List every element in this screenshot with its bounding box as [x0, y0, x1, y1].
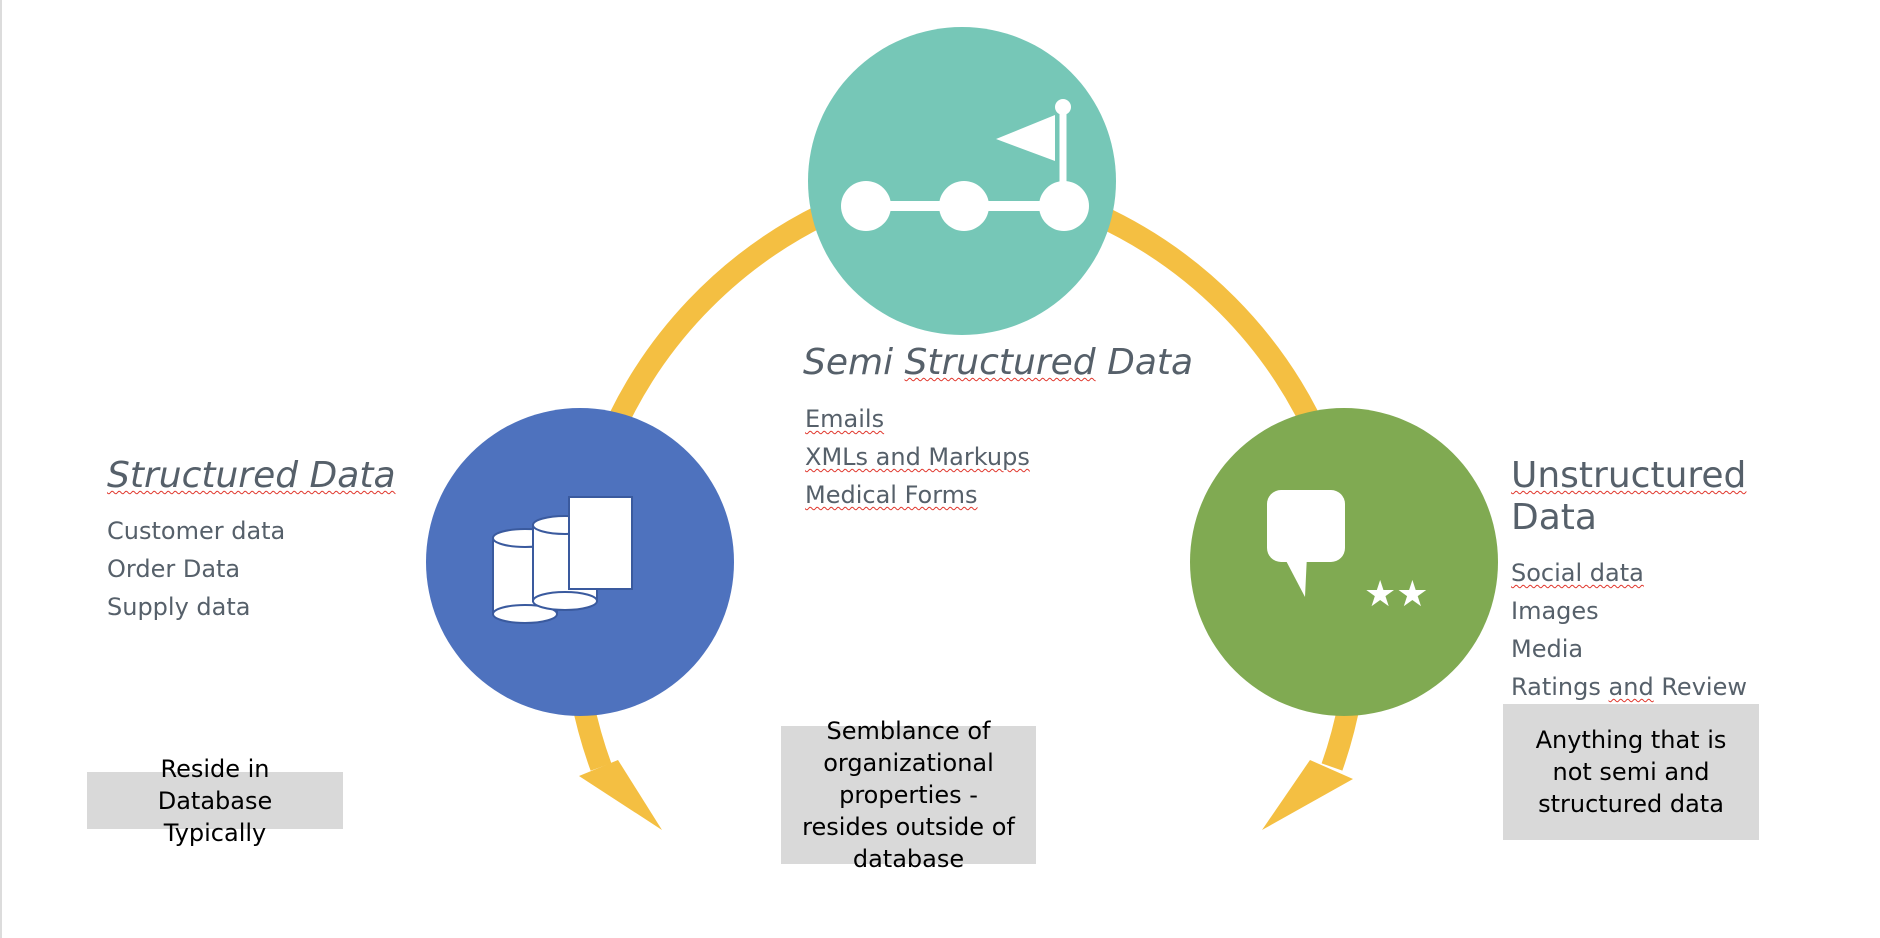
unstructured-item-social: Social data [1511, 554, 1747, 592]
semi-title-word-1: Semi [803, 342, 894, 383]
semi-item-emails: Emails [805, 405, 885, 433]
structured-note-text: Reside in Database Typically [157, 754, 273, 847]
unstructured-item-media: Media [1511, 635, 1584, 663]
unstructured-item-ratings: Ratings and Review [1511, 668, 1747, 706]
ratings-word-2: and [1608, 673, 1654, 701]
semi-title-word-3: Data [1107, 342, 1194, 383]
semi-structured-note: Semblance of organizational properties -… [781, 717, 1036, 873]
unstructured-title-word-2: Data [1511, 497, 1597, 538]
stars-glyph: ★★ [1364, 574, 1429, 615]
semi-item-xml: XMLs and Markups [805, 443, 1030, 471]
speech-bubble-stars-icon: ★★ [1267, 490, 1429, 615]
ratings-word-1: Ratings [1511, 673, 1601, 701]
arrow-left-head [579, 760, 662, 830]
unstructured-title-word-1: Unstructured [1511, 455, 1747, 496]
structured-note: Reside in Database Typically [87, 755, 343, 847]
semi-item-medical-forms: Medical Forms [805, 481, 978, 509]
structured-item-supply: Supply data [107, 593, 251, 621]
structured-item-order: Order Data [107, 555, 241, 583]
semi-structured-title: Semi Structured Data [803, 342, 1193, 384]
ratings-word-3: Review [1661, 673, 1747, 701]
structured-list: Customer data Order Data Supply data [107, 512, 285, 626]
semi-title-word-2: Structured [904, 342, 1096, 383]
slide-edge [0, 0, 2, 938]
arrow-right-head [1262, 760, 1353, 830]
structured-circle [426, 408, 734, 716]
semi-structured-circle [808, 27, 1116, 335]
semi-structured-list: Emails XMLs and Markups Medical Forms [805, 400, 1030, 514]
unstructured-item-social-text: Social data [1511, 559, 1644, 587]
unstructured-circle: ★★ [1190, 408, 1498, 716]
unstructured-note: Anything that is not semi and structured… [1503, 704, 1759, 840]
flag-timeline-icon [841, 99, 1089, 231]
database-documents-icon [492, 496, 633, 624]
semi-note-text: Semblance of organizational properties -… [802, 717, 1015, 873]
unstructured-note-text: Anything that is not semi and structured… [1535, 726, 1727, 818]
unstructured-item-images: Images [1511, 597, 1599, 625]
structured-item-customer: Customer data [107, 517, 286, 545]
structured-title: Structured Data [107, 455, 396, 497]
unstructured-title: Unstructured Data [1511, 455, 1751, 539]
structured-title-text: Structured Data [107, 455, 396, 496]
unstructured-list: Social data Images Media Ratings and Rev… [1511, 554, 1747, 706]
